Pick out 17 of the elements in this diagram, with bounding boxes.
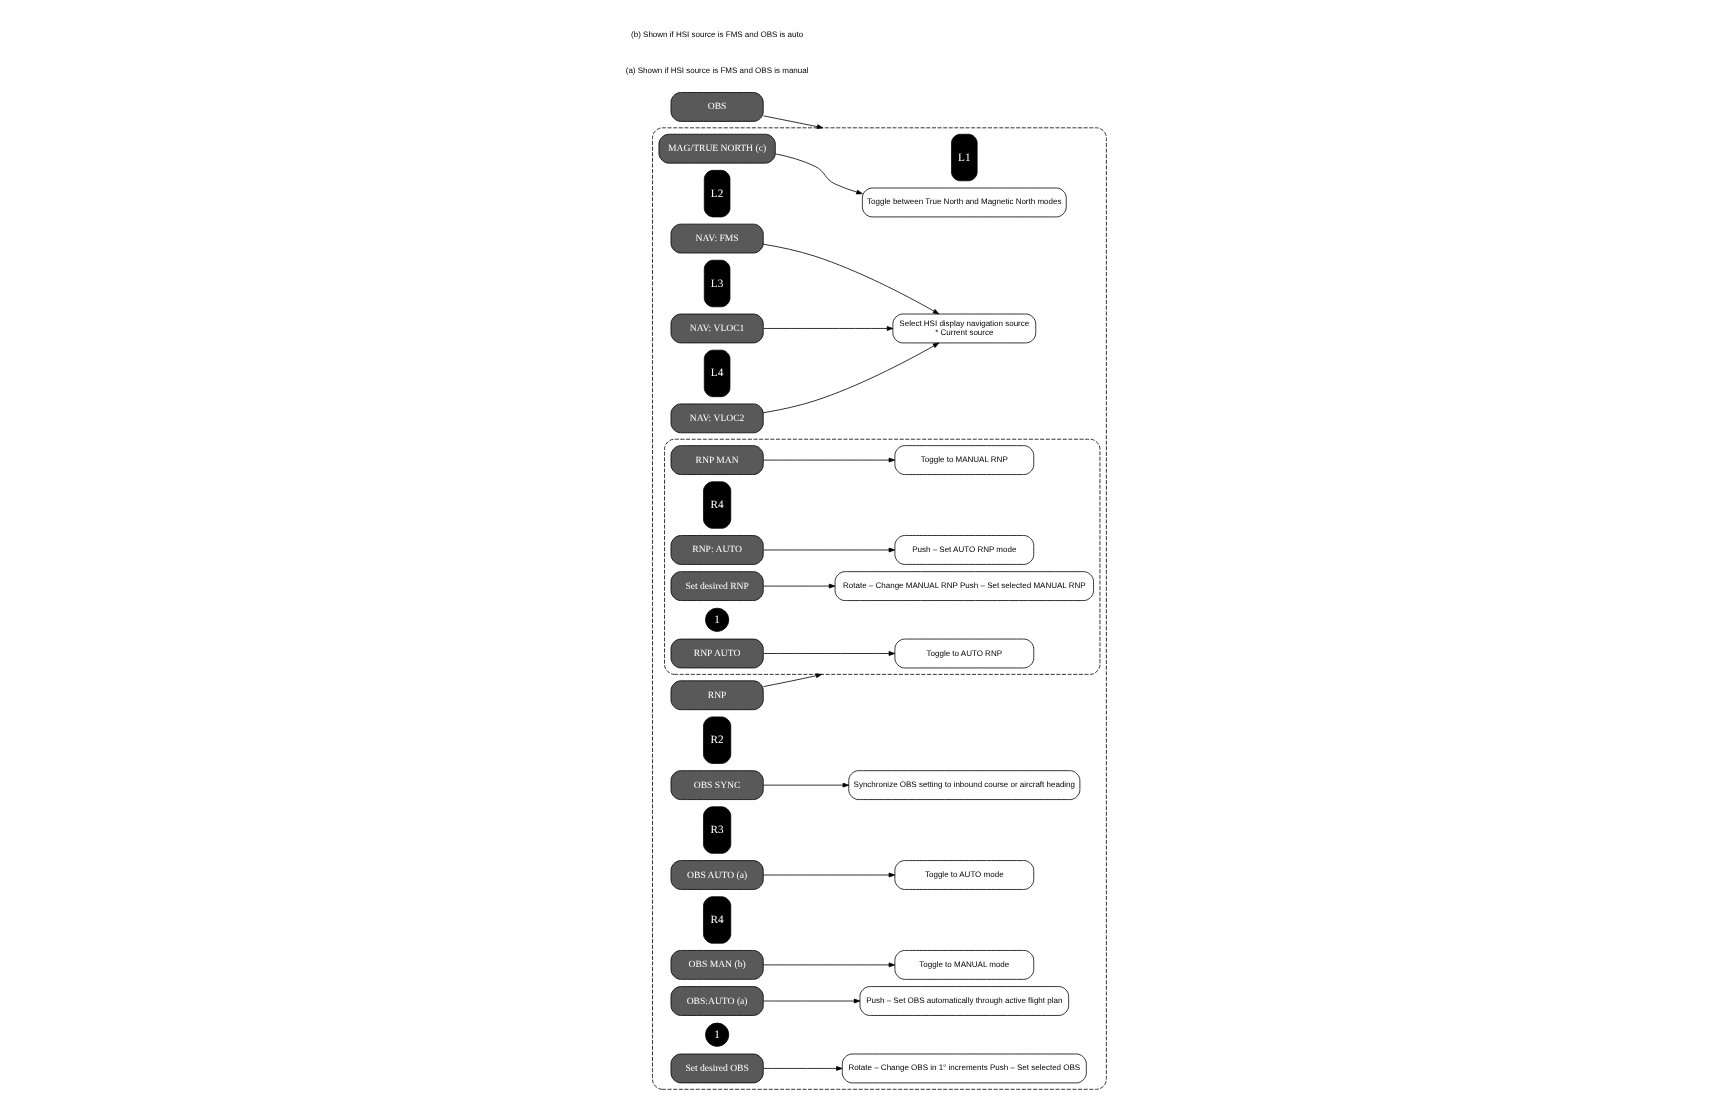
cluster	[664, 438, 1101, 675]
arrow	[763, 872, 896, 878]
arrow	[763, 962, 896, 968]
arrow	[763, 651, 896, 656]
arrow	[763, 1066, 843, 1071]
arrow	[763, 457, 896, 463]
cluster	[652, 127, 1107, 1090]
arrow	[763, 326, 894, 331]
arrow	[763, 673, 823, 687]
arrow	[763, 583, 836, 589]
arrow	[763, 782, 850, 788]
arrow	[762, 243, 940, 315]
arrow	[763, 547, 896, 553]
arrow	[763, 115, 824, 129]
arrow	[762, 342, 940, 414]
arrow	[775, 153, 863, 195]
arrow	[763, 998, 861, 1004]
